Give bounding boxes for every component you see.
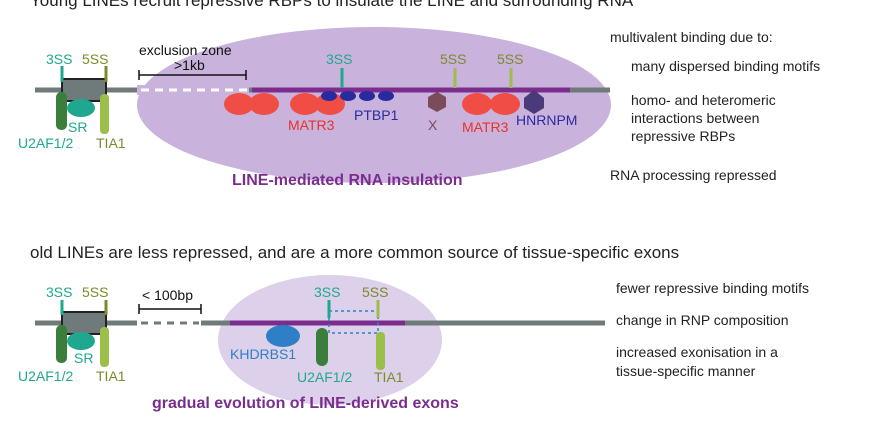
exon-ellipse — [218, 275, 442, 405]
notes-item: tissue-specific manner — [616, 363, 756, 379]
u2af-protein — [56, 92, 67, 130]
tia1-mid-label: TIA1 — [374, 369, 404, 385]
matr3-a-label: MATR3 — [288, 117, 335, 133]
u2af-protein — [56, 325, 67, 363]
matr3-protein — [224, 93, 254, 115]
x-label: X — [428, 117, 438, 133]
matr3-protein — [290, 93, 320, 115]
notes-summary: RNA processing repressed — [610, 167, 777, 183]
matr3-protein — [249, 93, 279, 115]
khdrbs1-label: KHDRBS1 — [230, 346, 296, 362]
tia1-protein — [376, 332, 385, 370]
exon-box-bottom — [61, 311, 107, 335]
distance-label: < 100bp — [142, 287, 193, 303]
exclusion-size-label: >1kb — [174, 57, 205, 73]
ptbp1-label: PTBP1 — [354, 107, 399, 123]
exon-box-top — [61, 78, 107, 102]
notes-item: change in RNP composition — [616, 312, 789, 328]
ss3-label: 3SS — [46, 284, 72, 300]
ss5-mid-a-label: 5SS — [440, 51, 466, 67]
exclusion-zone-label: exclusion zone — [139, 42, 232, 58]
tia1-protein — [100, 94, 109, 134]
u2af-protein — [316, 328, 328, 366]
notes-item: many dispersed binding motifs — [631, 58, 820, 74]
ss5-mid-b-label: 5SS — [497, 51, 523, 67]
tia1-label: TIA1 — [96, 368, 126, 384]
ptbp1-protein — [340, 91, 356, 101]
bottom-caption: gradual evolution of LINE-derived exons — [152, 395, 459, 412]
matr3-b-label: MATR3 — [462, 119, 509, 135]
sr-protein — [67, 332, 95, 350]
notes-item: increased exonisation in a — [616, 344, 778, 360]
ss3-mid-label: 3SS — [314, 284, 340, 300]
emerging-exon-box — [328, 310, 379, 334]
sr-label: SR — [68, 119, 87, 135]
ss5-label: 5SS — [82, 51, 108, 67]
sr-label: SR — [74, 350, 93, 366]
notes-title: multivalent binding due to: — [610, 29, 773, 45]
notes-item: interactions between — [631, 110, 759, 126]
notes-item: repressive RBPs — [631, 128, 735, 144]
matr3-protein — [490, 93, 520, 115]
x-protein — [428, 92, 446, 112]
insulation-ellipse — [137, 27, 611, 183]
bottom-heading: old LINEs are less repressed, and are a … — [30, 243, 679, 262]
ss3-label: 3SS — [46, 51, 72, 67]
notes-item: fewer repressive binding motifs — [616, 280, 809, 296]
ptbp1-protein — [359, 91, 375, 101]
u2af-label: U2AF1/2 — [18, 368, 73, 384]
notes-item: homo- and heteromeric — [631, 92, 776, 108]
matr3-protein — [462, 93, 492, 115]
hnrnpm-label: HNRNPM — [516, 112, 577, 128]
tia1-label: TIA1 — [96, 135, 126, 151]
top-caption: LINE-mediated RNA insulation — [232, 172, 463, 189]
tia1-protein — [100, 327, 109, 367]
ptbp1-protein — [378, 91, 394, 101]
khdrbs1-protein — [266, 325, 300, 347]
ptbp1-protein — [321, 91, 337, 101]
u2af-mid-label: U2AF1/2 — [297, 369, 352, 385]
ss3-mid-label: 3SS — [326, 51, 352, 67]
hnrnpm-protein — [524, 90, 544, 114]
top-heading: Young LINEs recruit repressive RBPs to i… — [30, 0, 634, 10]
sr-protein — [67, 99, 95, 117]
u2af-label: U2AF1/2 — [18, 135, 73, 151]
ss5-mid-label: 5SS — [362, 284, 388, 300]
ss5-label: 5SS — [82, 284, 108, 300]
